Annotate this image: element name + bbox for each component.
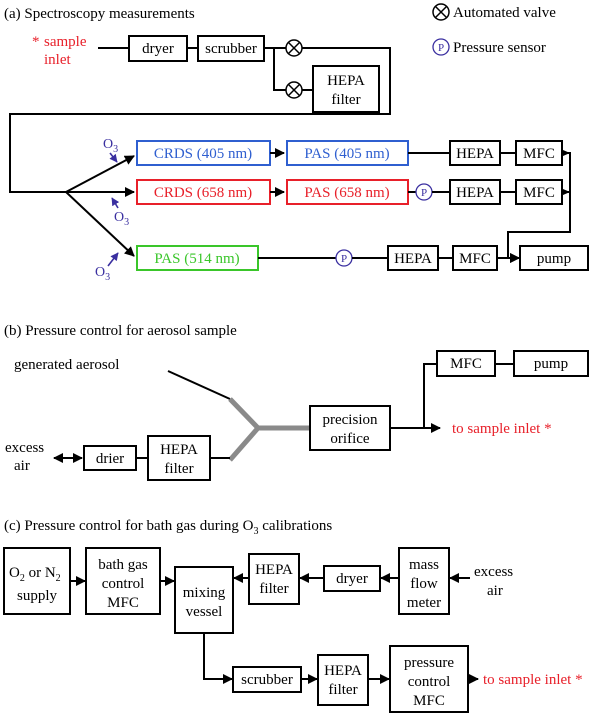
hepa-label: HEPA [394,251,432,267]
pc-label-1: pressure [404,655,454,671]
supply-label-2: supply [17,588,58,604]
pressure-sensor-icon: P [335,249,353,267]
legend-pressure-label: Pressure sensor [453,40,546,56]
hepa-box [387,245,439,271]
pressure-control-mfc-box [389,645,469,713]
crds-405-box [136,140,271,166]
sample-inlet-label-1: sample [44,34,87,50]
legend-valve-icon [432,3,450,21]
bath-label-3: MFC [107,595,139,611]
pc-label-2: control [408,674,451,690]
ozone-inject-1: O3 [103,137,118,163]
excess-air-label-2: air [487,583,503,599]
mixing-label-2: vessel [186,604,223,620]
orifice-label-1: precision [323,412,378,428]
excess-air-label-2: air [14,458,30,474]
ozone-inject-3: O3 [95,252,119,283]
generated-aerosol-label: generated aerosol [14,357,119,373]
y-junction [228,397,262,462]
hepa-label-2: filter [259,581,288,597]
hepa-label: HEPA [456,146,494,162]
hepa-filter-label-1: HEPA [160,442,198,458]
to-sample-inlet-label: to sample inlet * [483,672,583,688]
crds-405-label: CRDS (405 nm) [154,146,252,162]
crds-658-label: CRDS (658 nm) [154,185,252,201]
svg-text:O3: O3 [114,210,129,228]
panel-b-title: (b) Pressure control for aerosol sample [4,323,237,339]
dryer-label: dryer [142,41,174,57]
pas-514-label: PAS (514 nm) [154,251,239,267]
pressure-sensor-icon: P [415,183,433,201]
mfc-box [436,350,496,377]
svg-text:P: P [421,187,427,199]
hepa-label-2: filter [328,682,357,698]
scrubber-box [197,35,265,62]
mfc-label: MFC [523,185,555,201]
hepa-filter-label-2: filter [164,461,193,477]
bath-label-2: control [102,576,145,592]
bath-label-1: bath gas [98,557,148,573]
hepa-filter-box [312,65,380,113]
legend-pressure-icon: P [432,38,450,56]
pc-label-3: MFC [413,693,445,709]
pas-405-label: PAS (405 nm) [304,146,389,162]
svg-text:O3: O3 [103,137,118,155]
pump-label: pump [537,251,571,267]
mfc-label: MFC [459,251,491,267]
pas-514-box [136,245,259,271]
sample-inlet-star: * [32,34,40,50]
panel-c-title: (c) Pressure control for bath gas during… [4,518,332,537]
mfc-box [452,245,498,271]
orifice-label-2: orifice [330,431,369,447]
ozone-inject-2: O3 [111,197,129,228]
pas-658-label: PAS (658 nm) [304,185,389,201]
massflow-label-2: flow [410,576,438,592]
pump-box [519,245,589,271]
hepa-box [449,179,501,205]
valve-icon [285,81,303,99]
hepa-filter-label-2: filter [331,92,360,108]
svg-text:P: P [341,253,347,265]
massflow-label-3: meter [407,595,441,611]
hepa-filter-box [317,654,369,706]
valve-icon [285,39,303,57]
mfc-label: MFC [450,356,482,372]
hepa-label: HEPA [456,185,494,201]
svg-text:O3: O3 [95,265,110,283]
legend-pressure-symbol: P [438,42,444,54]
mixing-label-1: mixing [183,585,226,601]
scrubber-label: scrubber [241,672,293,688]
gas-supply-box [3,547,71,615]
legend-valve-label: Automated valve [453,5,556,21]
massflow-label-1: mass [409,557,439,573]
dryer-label: dryer [336,571,368,587]
mfc-label: MFC [523,146,555,162]
hepa-label-1: HEPA [324,663,362,679]
hepa-label-1: HEPA [255,562,293,578]
to-sample-inlet-label: to sample inlet * [452,421,552,437]
drier-label: drier [96,451,124,467]
excess-air-label-1: excess [474,564,513,580]
crds-658-box [136,179,271,205]
scrubber-label: scrubber [205,41,257,57]
excess-air-label-1: excess [5,440,44,456]
hepa-filter-box [248,553,300,605]
pump-box [513,350,589,377]
sample-inlet-label-2: inlet [44,52,71,68]
supply-label-1: O2 or N2 [9,565,61,584]
hepa-filter-label-1: HEPA [327,73,365,89]
pas-658-box [286,179,409,205]
pump-label: pump [534,356,568,372]
panel-a-title: (a) Spectroscopy measurements [4,6,195,22]
